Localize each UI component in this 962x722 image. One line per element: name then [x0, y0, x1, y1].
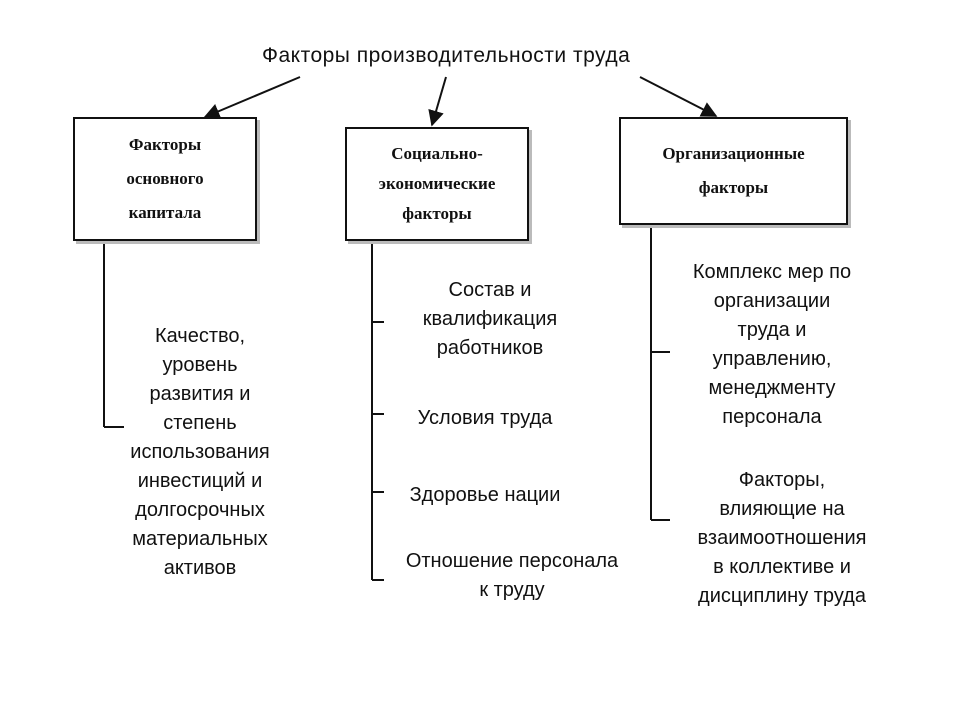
arrow-to-socioeconomic-factors [428, 76, 447, 127]
box-capital-factors: Факторы основного капитала [73, 117, 257, 241]
item-workforce-qualification: Состав и квалификация работников [422, 279, 558, 359]
arrow-to-capital-factors [203, 76, 301, 119]
item-nation-health: Здоровье нации [409, 484, 561, 506]
box-organizational-factors: Организационные факторы [619, 117, 848, 225]
box-capital-factors-label: Факторы основного капитала [126, 135, 204, 222]
item-labor-organization: Комплекс мер по организации труда и упра… [692, 261, 852, 428]
item-working-conditions: Условия труда [417, 407, 553, 429]
box-socioeconomic-factors: Социально- экономические факторы [345, 127, 529, 241]
box-organizational-factors-label: Организационные факторы [662, 144, 805, 197]
item-staff-attitude: Отношение персонала к труду [405, 550, 619, 601]
arrow-to-organizational-factors [639, 76, 718, 117]
item-investment-quality: Качество, уровень развития и степень исп… [130, 325, 270, 579]
item-team-relations: Факторы, влияющие на взаимоотношения в к… [697, 469, 867, 607]
box-socioeconomic-factors-label: Социально- экономические факторы [378, 144, 496, 223]
diagram-title: Факторы производительности труда [262, 44, 631, 67]
